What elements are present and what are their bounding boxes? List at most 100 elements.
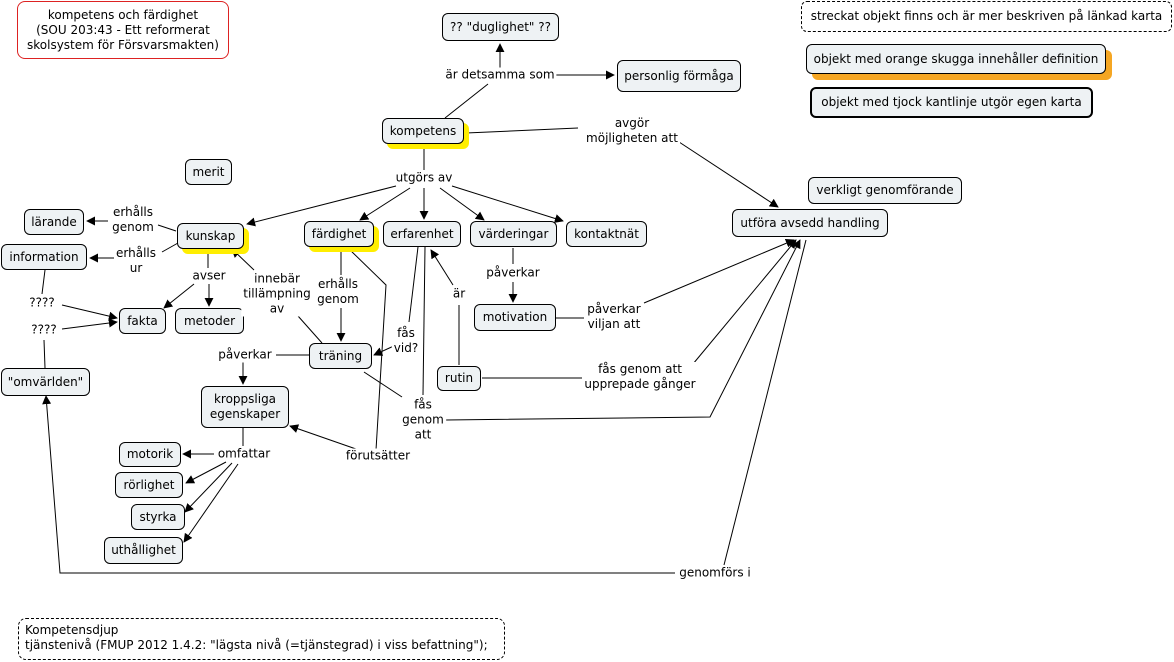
node-metoder[interactable]: metoder bbox=[175, 308, 244, 334]
node-uthallighet[interactable]: uthållighet bbox=[104, 537, 183, 564]
footer-note[interactable]: Kompetensdjup tjänstenivå (FMUP 2012 1.4… bbox=[18, 618, 505, 660]
node-fardighet[interactable]: färdighet bbox=[304, 221, 374, 247]
node-varderingar-label: värderingar bbox=[478, 226, 549, 241]
node-kunskap[interactable]: kunskap bbox=[177, 223, 244, 249]
link-omvarlden-q2 bbox=[43, 339, 46, 369]
label-genomfors-i: genomförs i bbox=[677, 565, 753, 581]
node-kroppsliga-line-2: egenskaper bbox=[209, 407, 281, 421]
link-erfarenhet-fas-genom bbox=[422, 246, 426, 396]
legend-dashed-text: streckat objekt finns och är mer beskriv… bbox=[810, 9, 1163, 23]
label-erhalls-genom-1-line-2: genom bbox=[112, 220, 154, 234]
node-motivation-label: motivation bbox=[482, 310, 548, 324]
label-avgor-line-1: avgör bbox=[614, 116, 650, 130]
node-information-label: information bbox=[9, 249, 79, 264]
node-fakta[interactable]: fakta bbox=[119, 308, 166, 334]
label-avgor-mojligheten-att: avgör möjligheten att bbox=[584, 116, 680, 146]
footer-note-line-2: tjänstenivå (FMUP 2012 1.4.2: "lägsta ni… bbox=[25, 638, 488, 652]
link-kompetens-avgor bbox=[465, 127, 579, 134]
link-omfattar-uthallighet bbox=[183, 463, 239, 543]
label-erhalls-genom-2: erhålls genom bbox=[315, 277, 361, 307]
label-erhalls-ur-line-2: ur bbox=[129, 261, 143, 275]
node-rorlighet[interactable]: rörlighet bbox=[115, 472, 183, 498]
node-verkligt-genomforande-label: verkligt genomförande bbox=[816, 183, 954, 197]
node-erfarenhet[interactable]: erfarenhet bbox=[383, 221, 461, 247]
node-information[interactable]: information bbox=[1, 244, 87, 270]
label-innebar-line-3: av bbox=[269, 301, 285, 316]
node-kompetens-label: kompetens bbox=[389, 123, 457, 138]
label-erhalls-genom-1: erhålls genom bbox=[110, 205, 156, 235]
label-upprepade-line-1: fås genom att bbox=[598, 362, 682, 376]
node-personlig-formaga[interactable]: personlig förmåga bbox=[617, 60, 741, 92]
map-title-line-1: kompetens och färdighet bbox=[47, 7, 199, 22]
node-fakta-label: fakta bbox=[127, 313, 158, 328]
node-rutin[interactable]: rutin bbox=[437, 366, 481, 391]
link-utgors-fardighet bbox=[359, 187, 411, 221]
label-upprepade-line-2: upprepade gånger bbox=[584, 377, 696, 391]
node-duglighet[interactable]: ?? "duglighet" ?? bbox=[442, 13, 559, 41]
link-upprepade-utfora bbox=[687, 239, 797, 371]
label-erhalls-genom-2-line-2: genom bbox=[317, 292, 359, 306]
node-traning[interactable]: träning bbox=[309, 343, 372, 369]
label-fas-genom-att: fås genom att bbox=[400, 397, 446, 443]
link-ar-erfarenhet bbox=[430, 249, 454, 286]
node-motivation[interactable]: motivation bbox=[474, 304, 556, 331]
link-fas-genom-utfora bbox=[445, 239, 801, 421]
node-utfora-avsedd-handling-label: utföra avsedd handling bbox=[740, 215, 880, 230]
node-rutin-label: rutin bbox=[444, 371, 474, 385]
node-kompetens[interactable]: kompetens bbox=[382, 118, 464, 144]
label-genomfors-i-text: genomförs i bbox=[679, 565, 751, 580]
link-avgor-utfora bbox=[675, 139, 779, 208]
label-avgor-line-2: möjligheten att bbox=[586, 131, 678, 145]
node-larande[interactable]: lärande bbox=[24, 209, 84, 235]
label-paverkar-viljan-line-2: viljan att bbox=[587, 317, 641, 331]
node-omvarlden-label: "omvärlden" bbox=[7, 374, 84, 389]
label-fas-vid: fås vid? bbox=[391, 326, 421, 356]
label-q2-text: ???? bbox=[31, 322, 57, 337]
link-omfattar-styrka bbox=[184, 462, 233, 513]
label-ar-text: är bbox=[452, 286, 466, 301]
label-erhalls-genom-1-line-1: erhålls bbox=[113, 205, 153, 219]
label-erhalls-ur: erhålls ur bbox=[114, 246, 158, 276]
label-fas-genom-att-line-1: fås bbox=[414, 397, 432, 412]
label-utgors-av-text: utgörs av bbox=[395, 170, 453, 185]
link-innebar-kunskap bbox=[231, 248, 255, 271]
node-merit[interactable]: merit bbox=[185, 159, 232, 185]
label-erhalls-genom-2-line-1: erhålls bbox=[318, 277, 358, 291]
label-ar-detsamma-som: är detsamma som bbox=[443, 67, 557, 83]
node-motorik[interactable]: motorik bbox=[119, 442, 181, 467]
legend-orange: objekt med orange skugga innehåller defi… bbox=[806, 44, 1106, 74]
label-fas-vid-line-2: vid? bbox=[393, 341, 419, 355]
label-avser-text: avser bbox=[192, 268, 226, 283]
node-kunskap-label: kunskap bbox=[185, 228, 236, 243]
link-avser-fakta bbox=[163, 283, 195, 309]
link-viljan-utfora bbox=[643, 238, 795, 304]
label-forutsatter-text: förutsätter bbox=[345, 448, 411, 463]
legend-thick-text: objekt med tjock kantlinje utgör egen ka… bbox=[821, 95, 1082, 109]
label-fas-genom-att-upprepade: fås genom att upprepade gånger bbox=[582, 362, 698, 392]
node-duglighet-label: ?? "duglighet" ?? bbox=[450, 19, 551, 34]
legend-thick: objekt med tjock kantlinje utgör egen ka… bbox=[810, 87, 1093, 118]
node-kroppsliga-egenskaper[interactable]: kroppsliga egenskaper bbox=[201, 386, 289, 428]
node-verkligt-genomforande[interactable]: verkligt genomförande bbox=[808, 177, 962, 204]
label-innebar-tillampning-av: innebär tillämpning av bbox=[241, 271, 313, 317]
node-omvarlden[interactable]: "omvärlden" bbox=[1, 368, 90, 396]
node-utfora-avsedd-handling[interactable]: utföra avsedd handling bbox=[732, 209, 888, 237]
node-personlig-formaga-label: personlig förmåga bbox=[624, 68, 734, 83]
label-avser: avser bbox=[190, 268, 228, 284]
link-kunskap-erhalls-ur bbox=[161, 242, 179, 253]
node-kontaktnat-label: kontaktnät bbox=[574, 226, 639, 241]
node-varderingar[interactable]: värderingar bbox=[470, 221, 557, 247]
label-paverkar-viljan-att: påverkar viljan att bbox=[585, 302, 643, 332]
node-kontaktnat[interactable]: kontaktnät bbox=[566, 221, 647, 247]
label-utgors-av: utgörs av bbox=[393, 170, 455, 186]
node-larande-label: lärande bbox=[31, 214, 77, 229]
node-rorlighet-label: rörlighet bbox=[123, 477, 175, 492]
footer-note-line-1: Kompetensdjup bbox=[25, 623, 119, 637]
label-paverkar-1-text: påverkar bbox=[486, 265, 540, 280]
label-omfattar-text: omfattar bbox=[217, 446, 271, 461]
node-metoder-label: metoder bbox=[183, 313, 236, 328]
node-styrka[interactable]: styrka bbox=[131, 504, 185, 530]
legend-orange-text: objekt med orange skugga innehåller defi… bbox=[813, 51, 1099, 66]
label-innebar-line-2: tillämpning bbox=[243, 286, 311, 301]
